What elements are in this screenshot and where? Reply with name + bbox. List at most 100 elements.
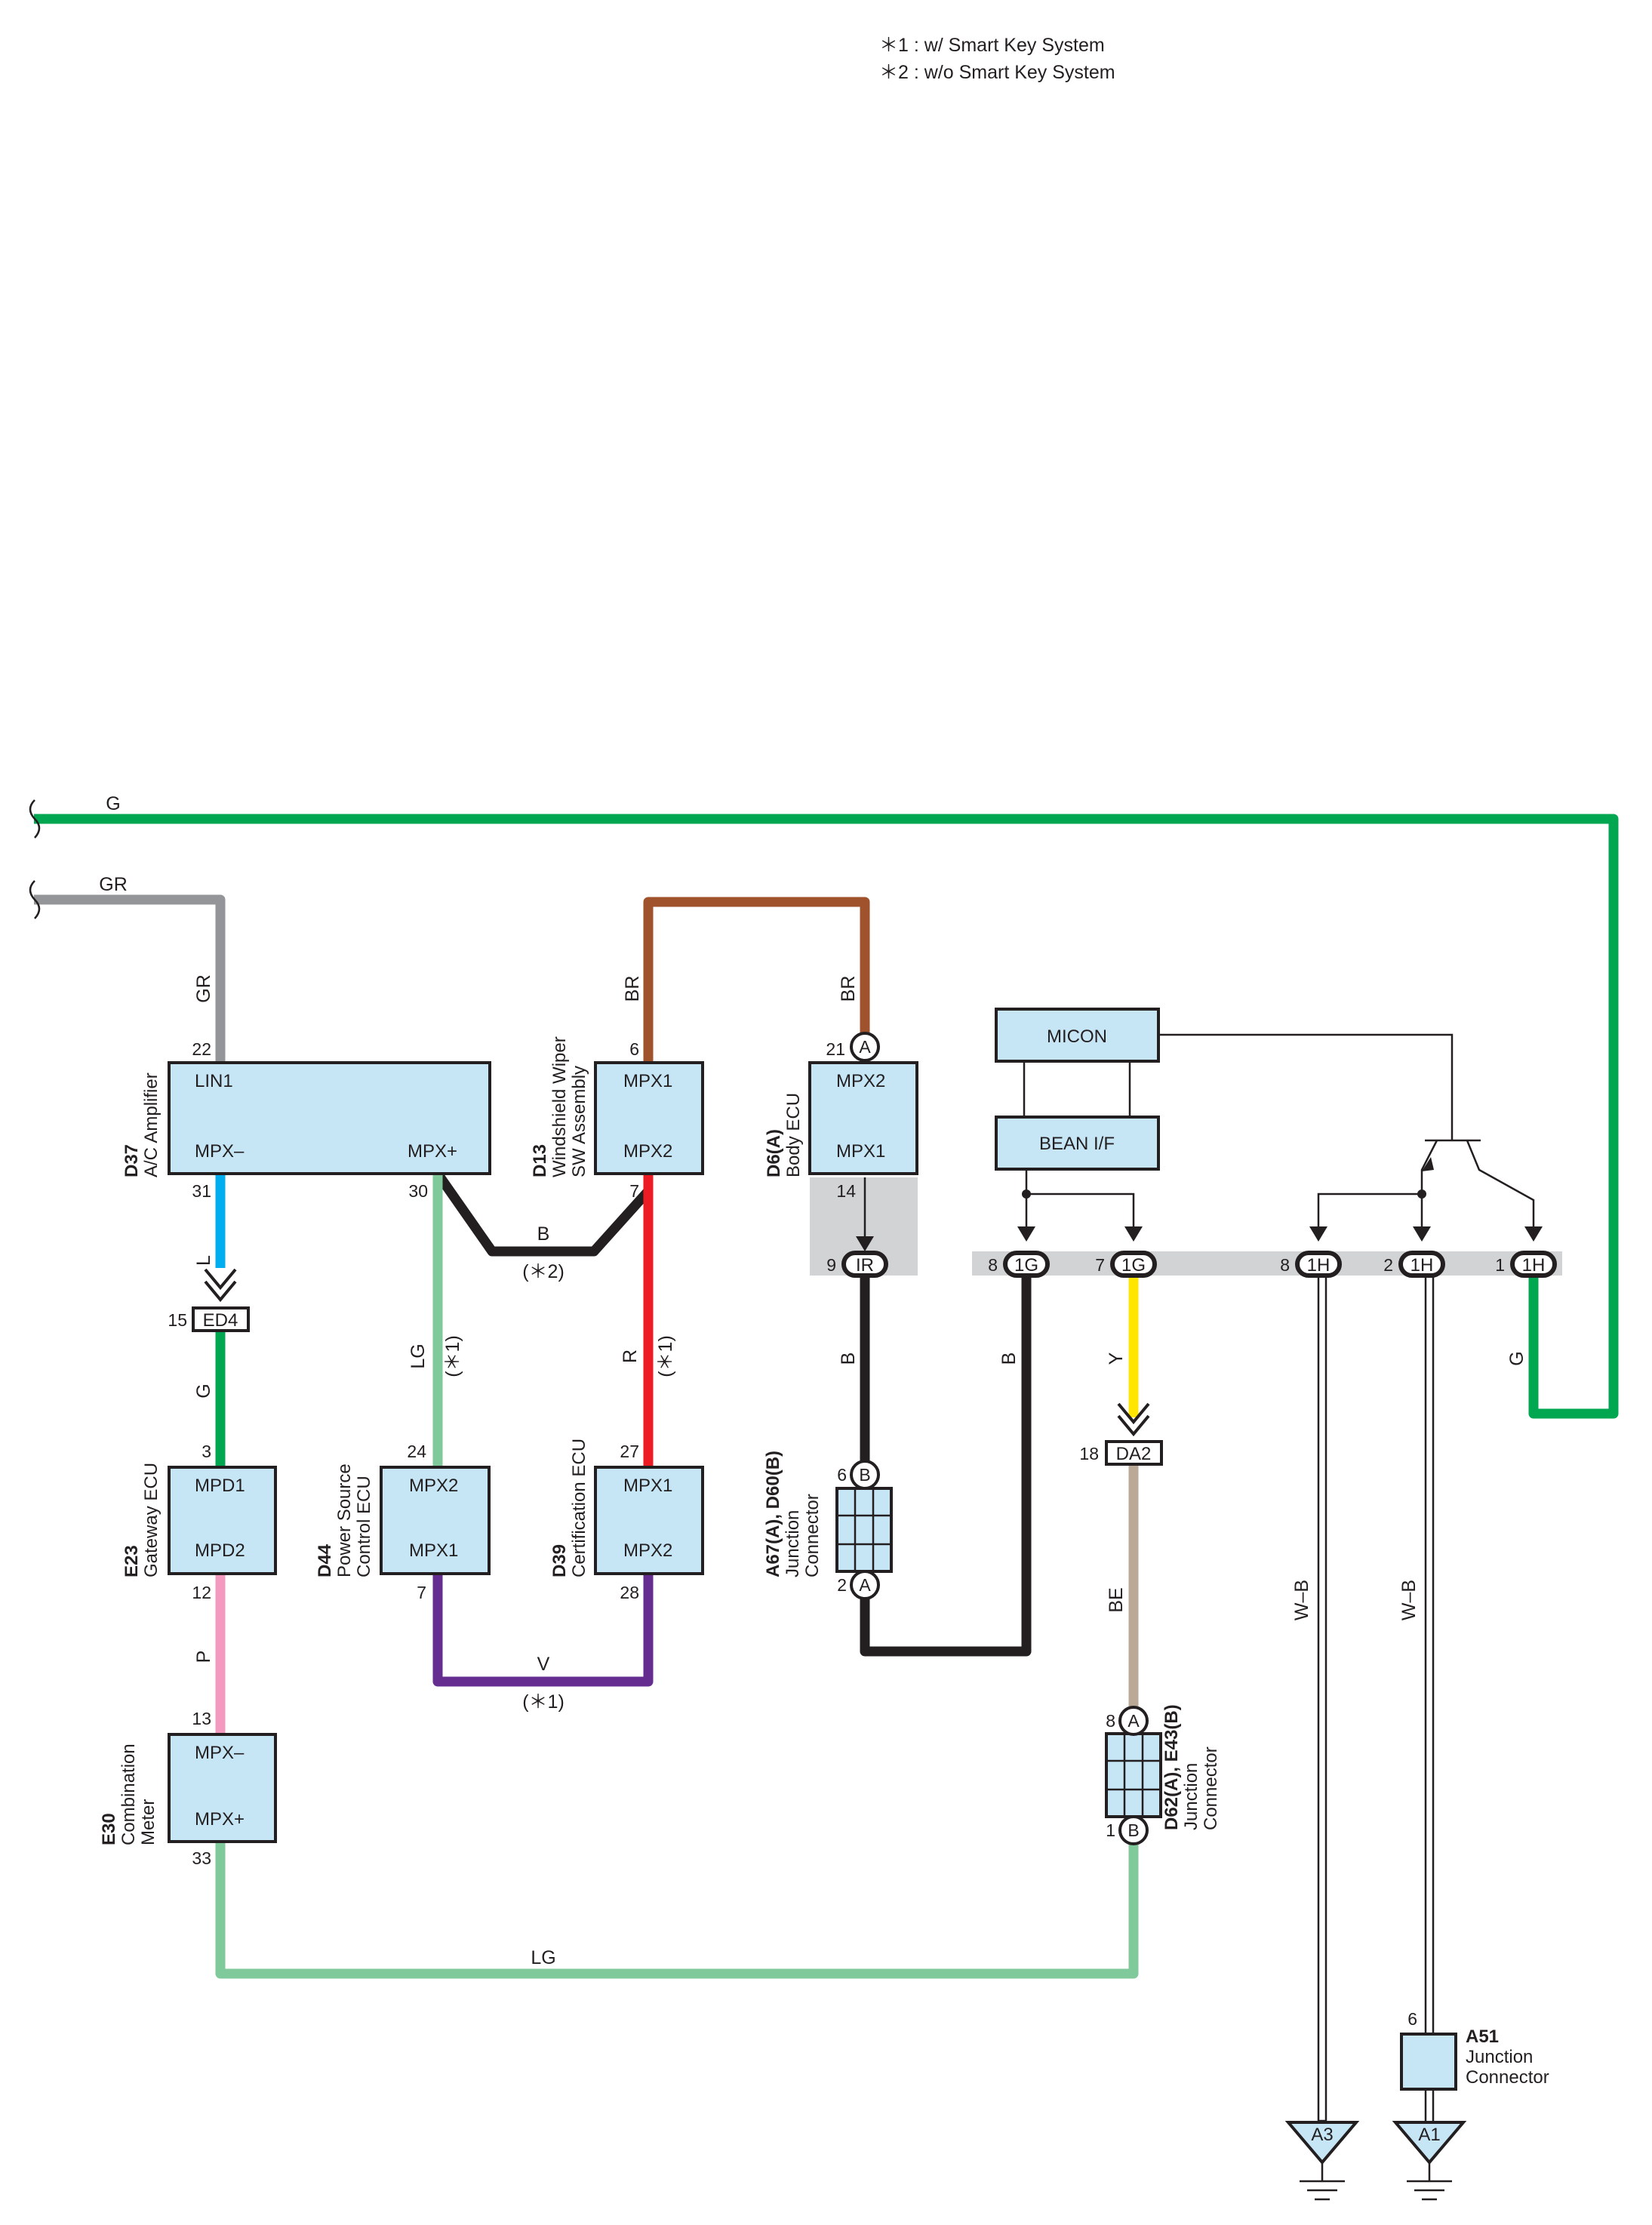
wire-label-v: V bbox=[537, 1654, 550, 1675]
connector-ir-label: IR bbox=[856, 1255, 874, 1276]
arrow-1g-b bbox=[1124, 1226, 1143, 1242]
pin-gateway-mpd1: MPD1 bbox=[195, 1476, 245, 1496]
pin-number: 8 bbox=[1106, 1711, 1115, 1731]
junction-connector-1-name-1: Junction bbox=[783, 1510, 803, 1577]
pin-cert-mpx2: MPX2 bbox=[623, 1540, 672, 1561]
connector-1h-b-label: 1H bbox=[1411, 1255, 1434, 1276]
pin-number: 2 bbox=[837, 1575, 847, 1595]
pin-power-mpx1: MPX1 bbox=[409, 1540, 458, 1561]
junction-dot-1 bbox=[1022, 1189, 1031, 1199]
bean-if-box bbox=[995, 1116, 1160, 1171]
wire-label-be: BE bbox=[1106, 1587, 1127, 1612]
junction-connector-2-name-2: Connector bbox=[1201, 1746, 1221, 1830]
combination-meter-box bbox=[168, 1733, 277, 1843]
ac-amplifier-code: D37 bbox=[122, 1144, 142, 1177]
wire-label-br-right: BR bbox=[838, 976, 859, 1002]
pin-gateway-mpd2: MPD2 bbox=[195, 1540, 245, 1561]
gateway-ecu-name: Gateway ECU bbox=[141, 1463, 162, 1577]
ac-amplifier-box bbox=[168, 1061, 491, 1175]
wire-mark-s1-v: (＊1) bbox=[522, 1691, 565, 1713]
junction-connector-a51-code: A51 bbox=[1466, 2027, 1499, 2047]
power-source-ecu-name-2: Control ECU bbox=[354, 1476, 374, 1577]
wire-label-lg-upper: LG bbox=[408, 1343, 429, 1368]
connector-1g-b-label: 1G bbox=[1121, 1255, 1146, 1276]
pin-number: 6 bbox=[629, 1039, 639, 1059]
wire-label-gr-top: GR bbox=[99, 874, 128, 895]
arrow-da2-2 bbox=[1117, 1414, 1150, 1437]
marker-a-jc1-bottom-label: A bbox=[859, 1575, 871, 1595]
arrow-ed4-1 bbox=[204, 1268, 237, 1291]
connector-1g-a bbox=[1003, 1251, 1050, 1278]
wire-label-lg-bottom: LG bbox=[531, 1947, 555, 1968]
marker-a-body-ecu-label: A bbox=[859, 1037, 871, 1057]
wire-b-1g bbox=[860, 1276, 1032, 1657]
pin-number: 7 bbox=[417, 1583, 426, 1602]
marker-b-jc1-top bbox=[850, 1460, 880, 1490]
pin-number: 1 bbox=[1106, 1820, 1115, 1840]
wire-br bbox=[643, 897, 870, 1063]
wire-label-b-1g: B bbox=[998, 1353, 1020, 1365]
pin-number: 1 bbox=[1495, 1255, 1505, 1275]
junction-connector-a51-name-2: Connector bbox=[1466, 2067, 1549, 2088]
pin-number: 21 bbox=[826, 1039, 845, 1059]
pin-number: 28 bbox=[620, 1583, 639, 1602]
junction-connector-a51 bbox=[1400, 2033, 1457, 2091]
break-mark-g bbox=[29, 799, 41, 839]
arrow-1g-a bbox=[1017, 1226, 1035, 1242]
junction-dot-2 bbox=[1417, 1189, 1426, 1199]
connector-da2 bbox=[1105, 1440, 1163, 1466]
combination-meter-code: E30 bbox=[99, 1813, 119, 1845]
pin-cert-mpx1: MPX1 bbox=[623, 1476, 672, 1496]
pin-number: 12 bbox=[192, 1583, 211, 1602]
connector-1h-c-label: 1H bbox=[1522, 1255, 1546, 1276]
body-ecu-box bbox=[808, 1061, 918, 1175]
ground-a1 bbox=[1392, 2121, 1467, 2201]
arrow-da2-1 bbox=[1117, 1402, 1150, 1425]
wire-label-wb-a1: W–B bbox=[1398, 1580, 1420, 1620]
pin-power-mpx2: MPX2 bbox=[409, 1476, 458, 1496]
wire-g-top bbox=[34, 814, 1619, 1419]
wire-lg-bottom bbox=[215, 1842, 1139, 1979]
body-ecu-name: Body ECU bbox=[783, 1093, 804, 1177]
wire-label-b-ir: B bbox=[838, 1353, 859, 1365]
wire-wb-a1 bbox=[1424, 1274, 1435, 2124]
gateway-ecu-code: E23 bbox=[122, 1545, 142, 1577]
pin-number: 6 bbox=[837, 1465, 847, 1485]
wire-label-gr-vertical: GR bbox=[193, 974, 214, 1003]
power-source-ecu-box bbox=[380, 1466, 491, 1575]
wire-v bbox=[432, 1574, 654, 1687]
pin-wiper-mpx2: MPX2 bbox=[623, 1141, 672, 1162]
certification-ecu-name: Certification ECU bbox=[569, 1439, 589, 1577]
bean-bus-branch bbox=[1026, 1193, 1135, 1226]
pin-number: 7 bbox=[1095, 1255, 1105, 1275]
marker-b-jc1-top-label: B bbox=[859, 1465, 870, 1485]
connector-ed4-label: ED4 bbox=[203, 1310, 238, 1331]
pin-number: 8 bbox=[988, 1255, 998, 1275]
certification-ecu-code: D39 bbox=[549, 1544, 570, 1577]
wire-label-l: L bbox=[193, 1255, 214, 1266]
pin-number: 13 bbox=[192, 1709, 211, 1728]
junction-connector-2-code: D62(A), E43(B) bbox=[1161, 1704, 1182, 1830]
gateway-ecu-box bbox=[168, 1466, 277, 1575]
marker-a-jc2-top-label: A bbox=[1127, 1711, 1140, 1731]
ground-a3-label: A3 bbox=[1311, 2125, 1333, 2145]
pin-number: 27 bbox=[620, 1442, 639, 1461]
ground-a3 bbox=[1284, 2121, 1360, 2201]
arrow-ed4-2 bbox=[204, 1280, 237, 1303]
body-ecu-code: D6(A) bbox=[764, 1129, 784, 1177]
junction-connector-1-name-2: Connector bbox=[802, 1494, 823, 1577]
pin-wiper-mpx1: MPX1 bbox=[623, 1071, 672, 1091]
arrow-1h-b bbox=[1413, 1226, 1431, 1242]
connector-da2-label: DA2 bbox=[1116, 1444, 1152, 1464]
pin-number: 9 bbox=[826, 1255, 836, 1275]
wire-label-g-lower: G bbox=[193, 1383, 214, 1398]
pin-body-mpx1: MPX1 bbox=[836, 1141, 885, 1162]
gnd-branch-link bbox=[1317, 1193, 1422, 1226]
marker-b-jc2-bottom bbox=[1118, 1815, 1149, 1845]
wiper-switch-box bbox=[594, 1061, 704, 1175]
connector-1g-a-label: 1G bbox=[1014, 1255, 1038, 1276]
marker-a-body-ecu bbox=[850, 1032, 880, 1062]
arrow-1h-c bbox=[1524, 1226, 1543, 1242]
ground-a1-label: A1 bbox=[1418, 2125, 1440, 2145]
